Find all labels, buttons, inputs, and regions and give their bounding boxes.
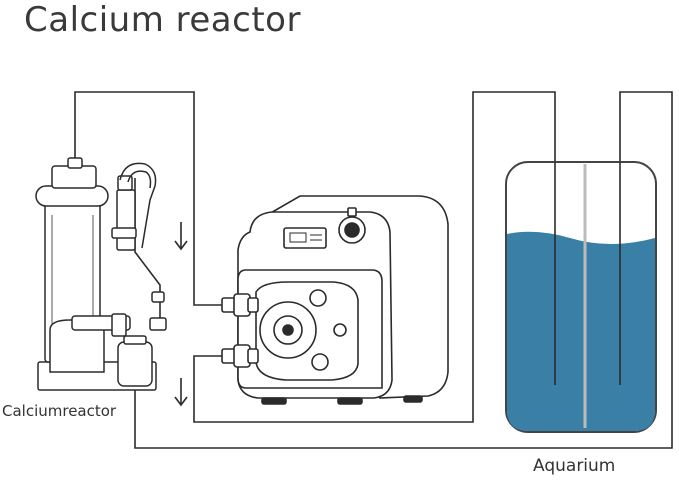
tube-pump-to-aquarium bbox=[193, 91, 556, 423]
pump-outlet-connector bbox=[221, 344, 259, 368]
aquarium bbox=[505, 161, 657, 433]
aquarium-label: Aquarium bbox=[533, 456, 616, 476]
reactor-cap bbox=[51, 165, 97, 189]
calcium-reactor bbox=[35, 157, 167, 391]
reactor-label: Calciumreactor bbox=[2, 402, 117, 420]
tube-reactor-to-pump bbox=[74, 91, 222, 306]
arrow-down-icon bbox=[174, 378, 188, 407]
diagram-title: Calcium reactor bbox=[24, 0, 301, 40]
tube-reactor-drip bbox=[134, 178, 161, 330]
reactor-side-column bbox=[116, 189, 136, 251]
peristaltic-pump bbox=[221, 195, 449, 405]
arrow-down-icon bbox=[174, 222, 188, 251]
aquarium-water bbox=[507, 231, 655, 431]
flow-arrows bbox=[174, 222, 188, 407]
pump-inlet-connector bbox=[221, 293, 259, 317]
reactor-feed-pump bbox=[117, 341, 153, 387]
reactor-flange bbox=[35, 185, 109, 207]
tube-aquarium-return bbox=[134, 91, 673, 449]
